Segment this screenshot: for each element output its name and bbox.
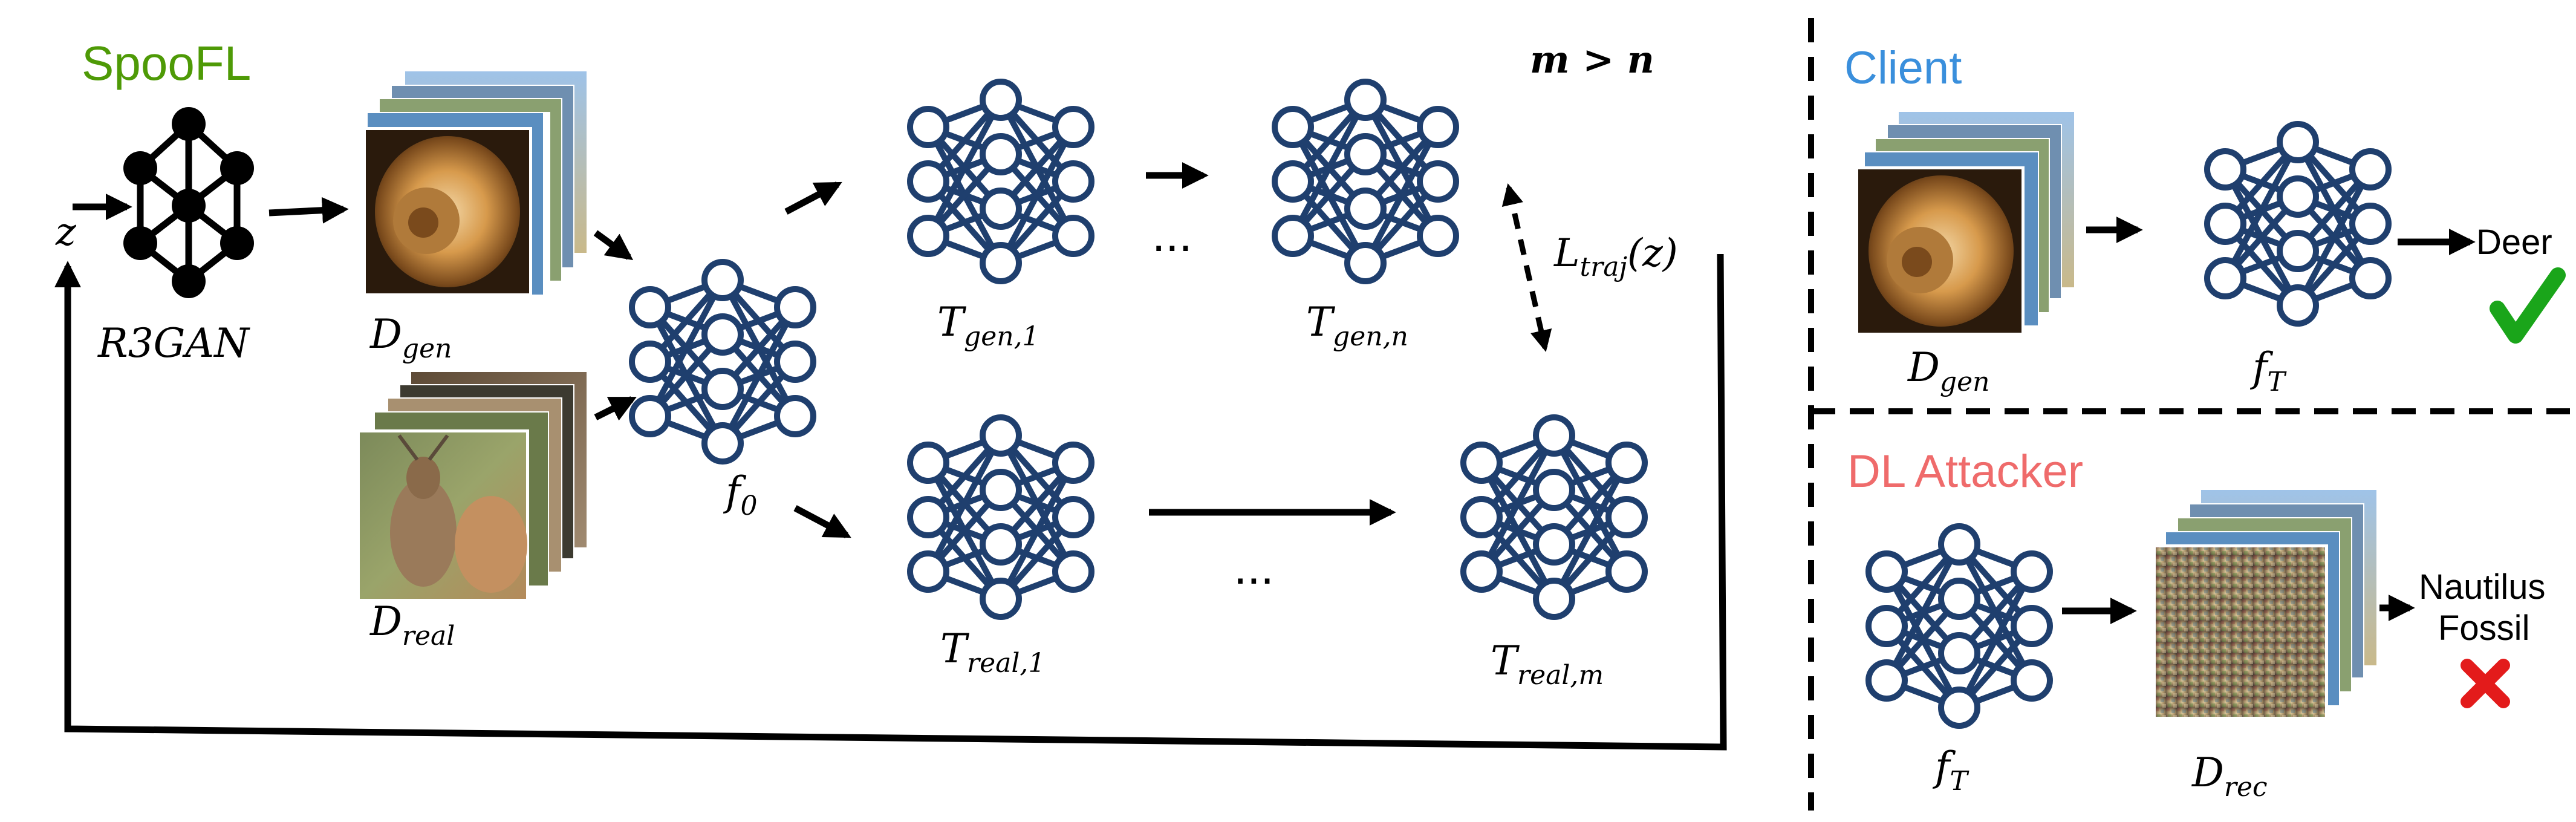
trajectory-length-constraint: m > n	[1530, 38, 1654, 82]
gen-data-stack	[363, 71, 587, 296]
gen-traj-n-network-icon	[1272, 79, 1459, 284]
gen-traj-ellipsis: ...	[1152, 207, 1192, 261]
gen-traj-n-label: Tgen,n	[1306, 299, 1408, 352]
check-mark-icon	[2490, 267, 2566, 344]
client-model-label: fT	[2249, 344, 2287, 397]
cross-mark-icon	[2461, 659, 2510, 708]
init-model-label: f0	[723, 468, 757, 521]
generator-label: R3GAN	[97, 320, 250, 367]
spoofl-title: SpooFL	[82, 36, 251, 90]
reconstructed-data-image	[2156, 547, 2325, 717]
client-data-label: Dgen	[1907, 344, 1989, 397]
attacker-prediction-line1: Nautilus	[2419, 567, 2546, 607]
client-data-stack	[1855, 112, 2074, 336]
client-prediction: Deer	[2476, 223, 2552, 262]
client-model-network-icon	[2204, 121, 2392, 327]
real-traj-1-network-icon	[907, 414, 1094, 620]
gen-traj-1-label: Tgen,1	[937, 299, 1039, 352]
trajectory-matching-arrow	[1501, 183, 1552, 353]
real-data-label: Dreal	[369, 598, 455, 651]
init-model-network-icon	[629, 259, 816, 465]
attacker-prediction-line2: Fossil	[2438, 608, 2529, 648]
client-title: Client	[1844, 42, 1962, 94]
generator-graph-icon	[123, 107, 254, 298]
z-label: z	[55, 210, 77, 255]
gen-traj-1-network-icon	[907, 79, 1094, 284]
reconstructed-data-label: Drec	[2191, 749, 2268, 803]
real-data-stack	[357, 372, 587, 602]
f0-to-gen-traj-arrow	[784, 181, 842, 215]
attacker-model-network-icon	[1865, 523, 2053, 729]
realdata-to-f0-arrow	[594, 396, 637, 421]
reconstructed-data-stack	[2153, 490, 2376, 720]
real-traj-1-label: Treal,1	[940, 625, 1045, 679]
f0-to-real-traj-arrow	[793, 505, 851, 538]
real-traj-m-network-icon	[1460, 414, 1648, 620]
attacker-model-label: fT	[1932, 743, 1969, 797]
attacker-title: DL Attacker	[1847, 446, 2083, 497]
generator-to-gendata-arrow	[268, 197, 349, 224]
gendata-to-f0-arrow	[593, 230, 634, 261]
feedback-loop-arrow	[54, 253, 1727, 751]
real-traj-ellipsis: ...	[1234, 540, 1274, 594]
gen-data-label: Dgen	[369, 311, 452, 364]
real-traj-m-label: Treal,m	[1491, 638, 1604, 691]
trajectory-loss-label: Ltraj(z)	[1553, 231, 1678, 282]
